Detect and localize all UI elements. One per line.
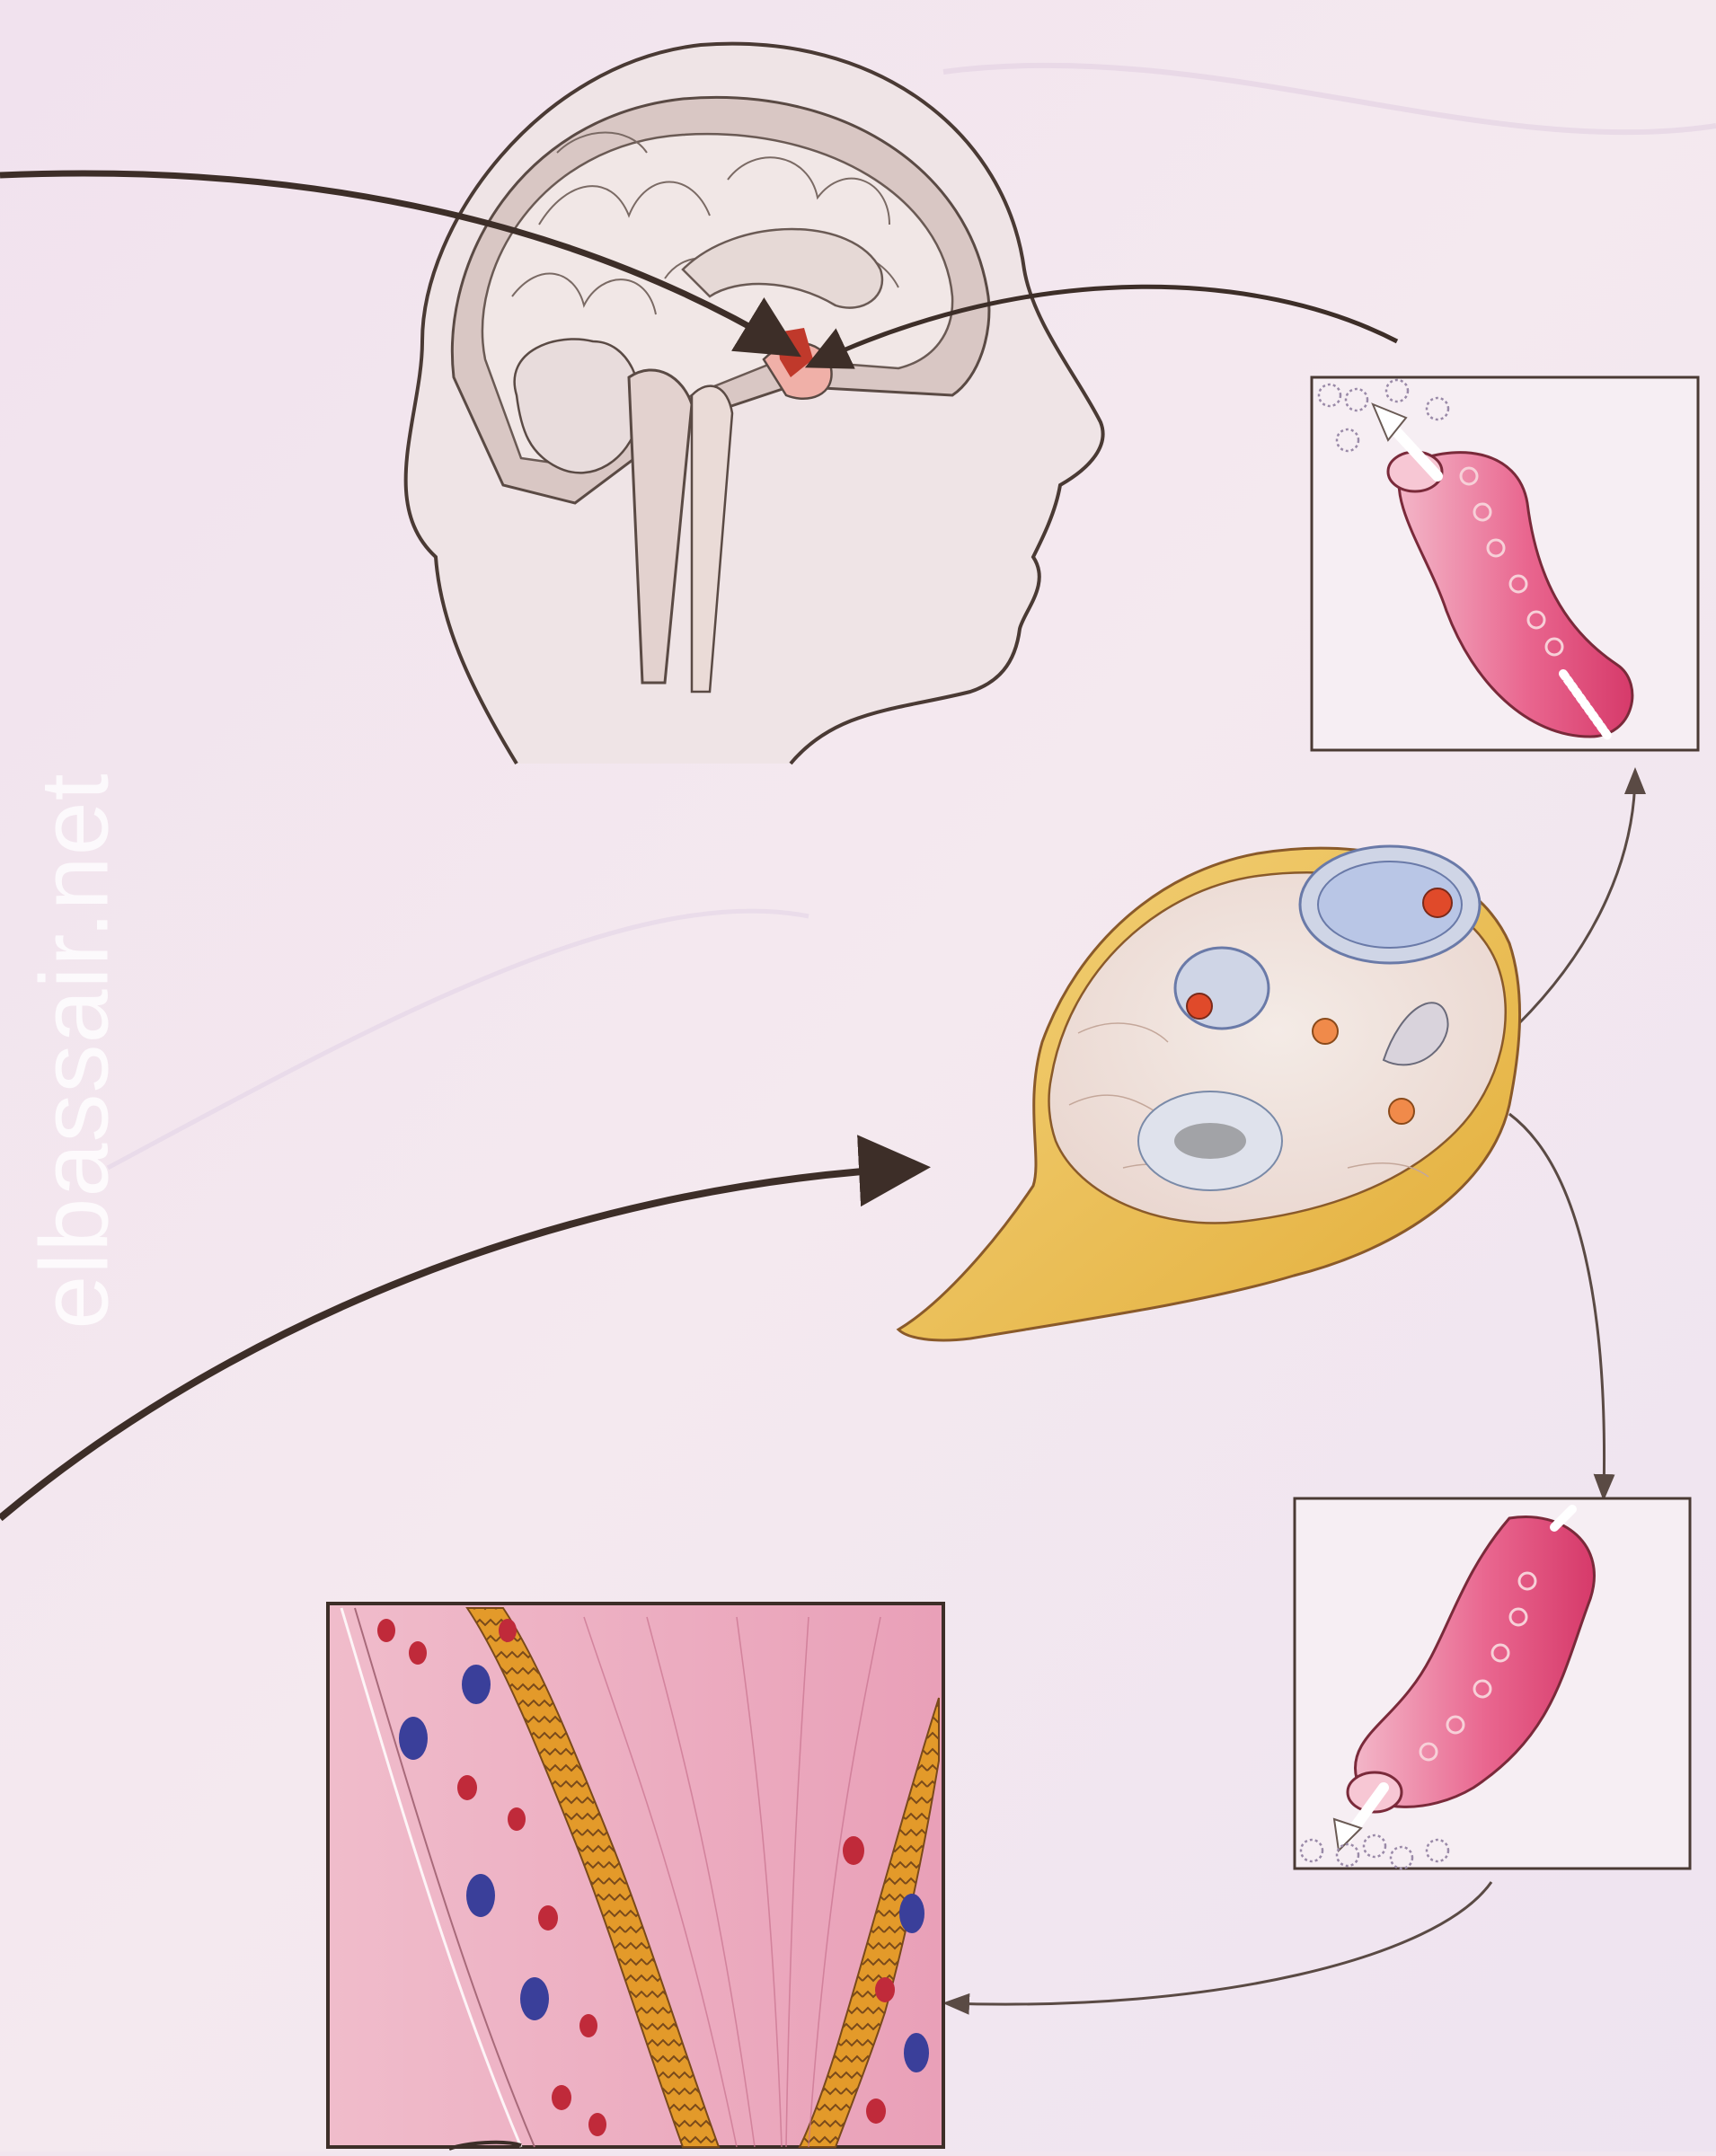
cell-cluster-a xyxy=(1313,1019,1338,1044)
capillary-uptake-panel xyxy=(1295,1498,1690,1869)
tissue-detail xyxy=(328,1604,943,2147)
small-follicle xyxy=(1175,948,1269,1029)
capillary-release-panel xyxy=(1312,377,1698,750)
cell-cluster-b xyxy=(1389,1099,1414,1124)
watermark-text: elbassair.net xyxy=(18,773,130,1329)
follicle-oocyte xyxy=(1423,888,1452,917)
